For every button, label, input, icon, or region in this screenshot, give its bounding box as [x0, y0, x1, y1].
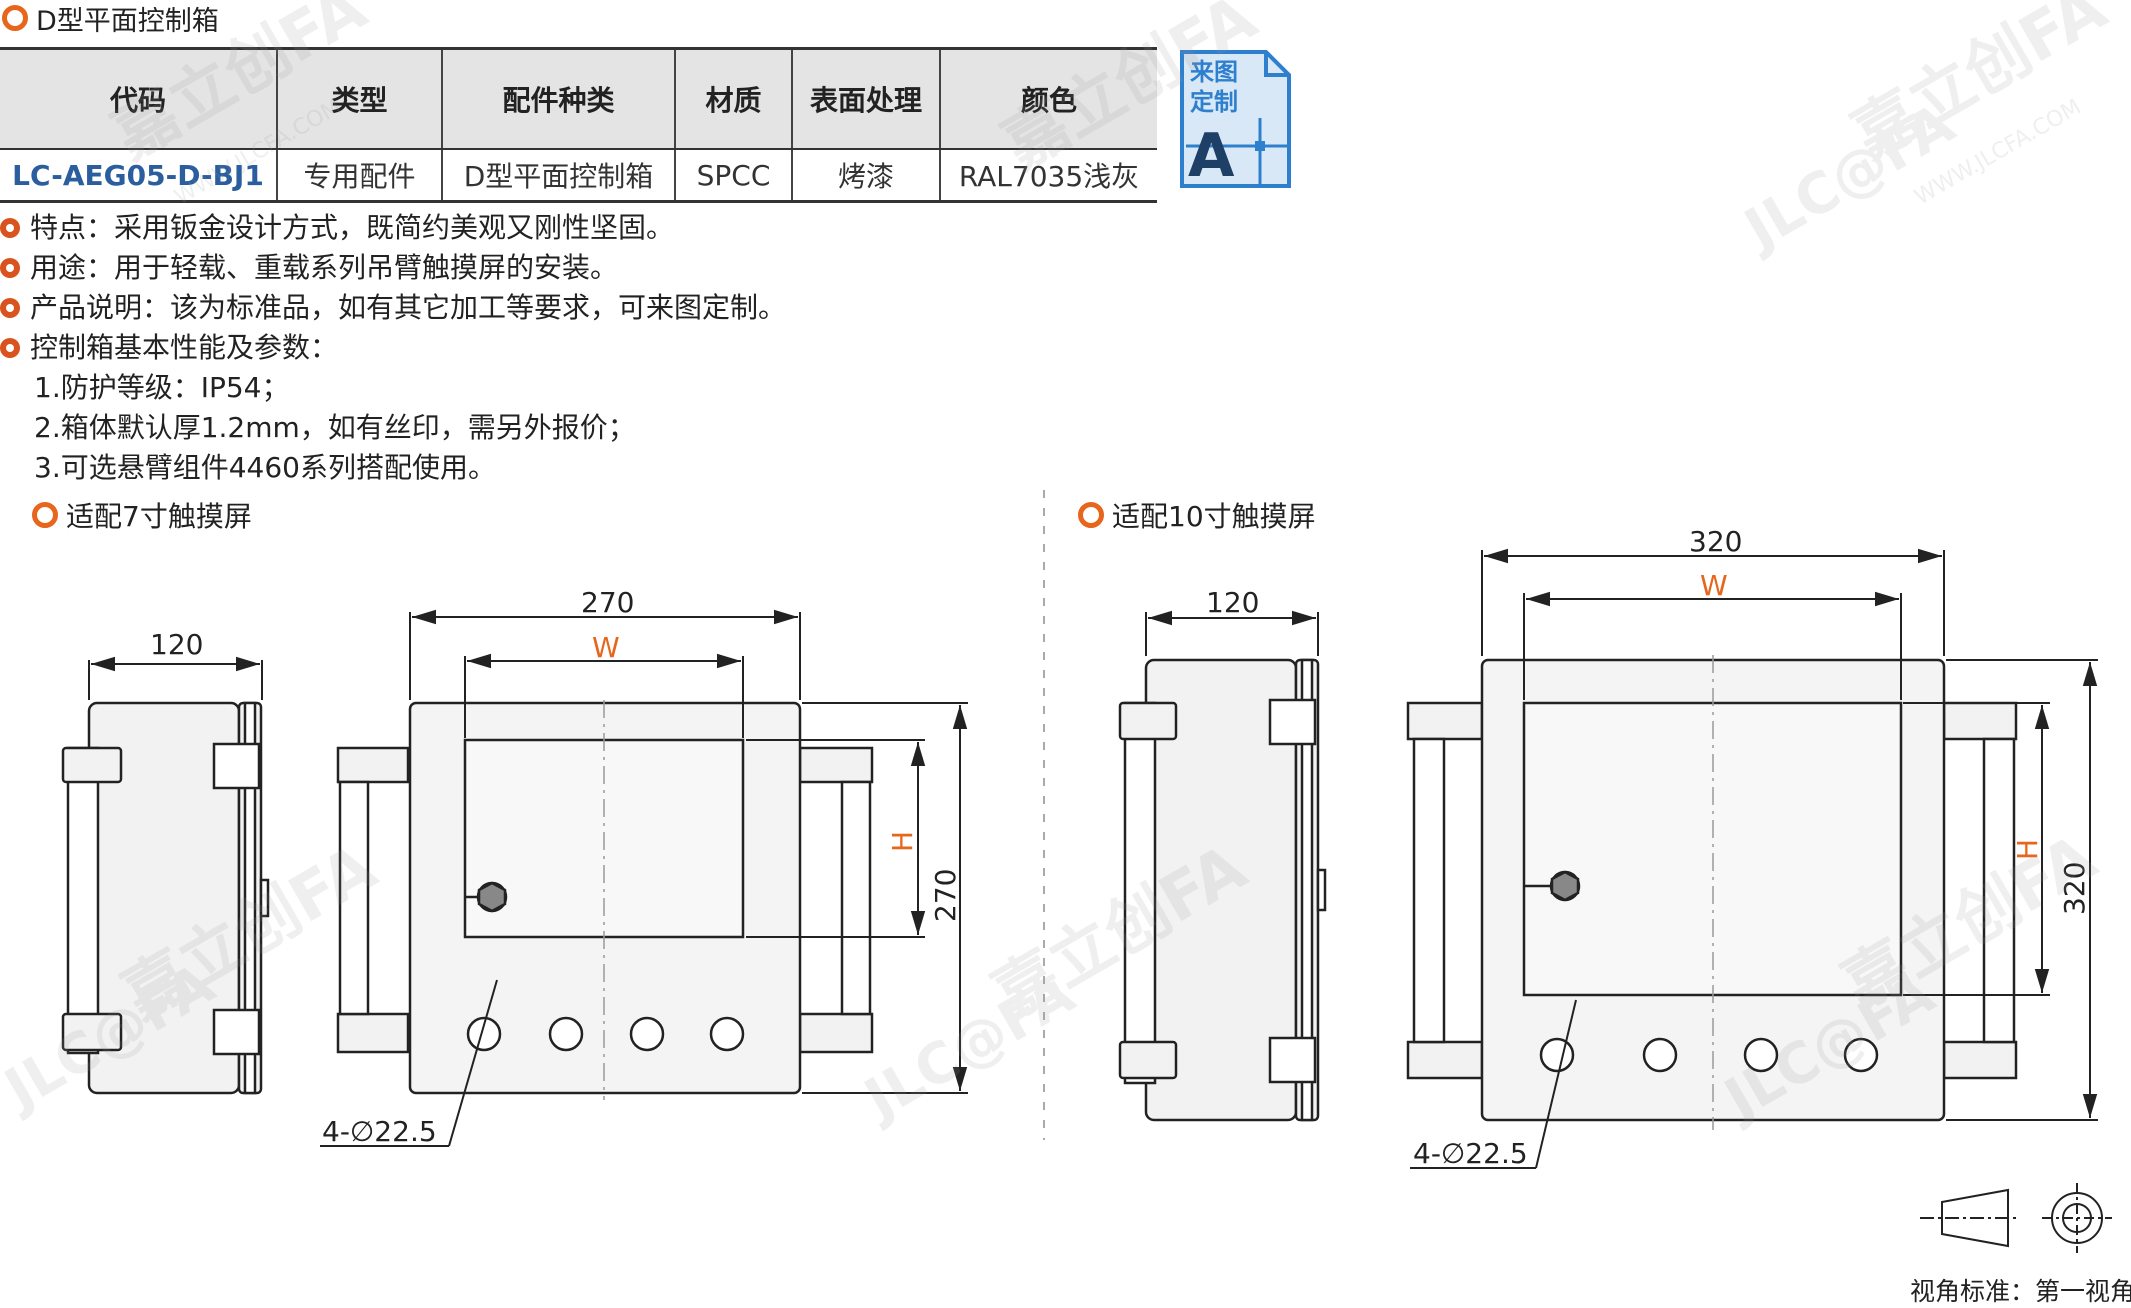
header-color: 颜色 — [939, 47, 1157, 150]
note-feature: 特点：采用钣金设计方式，既简约美观又刚性坚固。 — [0, 208, 786, 248]
sub-note: 2.箱体默认厚1.2mm，如有丝印，需另外报价； — [34, 411, 636, 444]
dim-screen-w-right: W — [1700, 569, 1728, 602]
view-title-right-text: 适配10寸触摸屏 — [1112, 500, 1316, 533]
page-title: D型平面控制箱 — [2, 0, 219, 37]
dim-holes-left: 4-∅22.5 — [322, 1115, 437, 1148]
circle-bullet-icon — [32, 502, 58, 528]
cell-surface: 烤漆 — [791, 149, 940, 203]
dim-front-width-left: 270 — [581, 586, 634, 619]
projection-label: 视角标准：第一视角 — [1910, 1277, 2131, 1306]
table-row: LC-AEG05-D-BJ1 专用配件 D型平面控制箱 SPCC 烤漆 RAL7… — [0, 149, 1157, 203]
view-title-left-text: 适配7寸触摸屏 — [66, 500, 252, 533]
note-description: 产品说明：该为标准品，如有其它加工等要求，可来图定制。 — [0, 288, 786, 328]
cell-material: SPCC — [674, 149, 792, 203]
note-text: 特点：采用钣金设计方式，既简约美观又刚性坚固。 — [30, 211, 675, 244]
sub-note: 3.可选悬臂组件4460系列搭配使用。 — [34, 451, 496, 484]
notes-section: 特点：采用钣金设计方式，既简约美观又刚性坚固。 用途：用于轻载、重载系列吊臂触摸… — [0, 208, 786, 488]
dot-bullet-icon — [0, 258, 20, 278]
dim-front-height-right: 320 — [2058, 862, 2091, 915]
first-angle-projection-icon — [1920, 1183, 2112, 1253]
dim-holes-right: 4-∅22.5 — [1413, 1137, 1528, 1170]
badge-letter: A — [1188, 121, 1235, 190]
badge-line2: 定制 — [1190, 88, 1238, 116]
side-view-7in — [61, 701, 270, 1095]
dot-bullet-icon — [0, 338, 20, 358]
cell-type: 专用配件 — [276, 149, 442, 203]
table-header-row: 代码 类型 配件种类 材质 表面处理 颜色 — [0, 47, 1157, 150]
dim-screen-h-left: H — [886, 831, 919, 852]
side-view-10in — [1118, 658, 1327, 1122]
dim-screen-w-left: W — [592, 631, 620, 664]
dim-front-height-left: 270 — [929, 869, 962, 922]
sub-note: 1.防护等级：IP54； — [34, 371, 290, 404]
note-text: 控制箱基本性能及参数： — [30, 331, 339, 364]
dim-front-width-right: 320 — [1689, 525, 1742, 558]
front-view-7in — [336, 700, 874, 1100]
circle-bullet-icon — [2, 5, 28, 31]
svg-text:嘉立创FA: 嘉立创FA — [991, 0, 1269, 184]
note-text: 产品说明：该为标准品，如有其它加工等要求，可来图定制。 — [30, 291, 787, 324]
header-code: 代码 — [0, 47, 277, 150]
custom-drawing-badge[interactable]: 来图 定制 A — [1178, 48, 1293, 190]
view-title-right: 适配10寸触摸屏 — [1078, 495, 1316, 535]
cell-color: RAL7035浅灰 — [939, 149, 1157, 203]
dot-bullet-icon — [0, 298, 20, 318]
cell-part-kind: D型平面控制箱 — [441, 149, 675, 203]
note-text: 用途：用于轻载、重载系列吊臂触摸屏的安装。 — [30, 251, 619, 284]
spec-table: 代码 类型 配件种类 材质 表面处理 颜色 LC-AEG05-D-BJ1 专用配… — [0, 47, 1157, 203]
header-material: 材质 — [674, 47, 792, 150]
cell-code[interactable]: LC-AEG05-D-BJ1 — [0, 149, 277, 203]
header-surface: 表面处理 — [791, 47, 940, 150]
header-part-kind: 配件种类 — [441, 47, 675, 150]
dot-bullet-icon — [0, 218, 20, 238]
dim-screen-h-right: H — [2011, 839, 2044, 860]
header-type: 类型 — [276, 47, 442, 150]
badge-line1: 来图 — [1190, 58, 1238, 86]
dim-side-width-right: 120 — [1206, 586, 1259, 619]
dim-side-width-left: 120 — [150, 628, 203, 661]
note-params: 控制箱基本性能及参数： — [0, 328, 786, 368]
view-title-left: 适配7寸触摸屏 — [32, 495, 252, 535]
svg-text:JLC@FA: JLC@FA — [851, 961, 1086, 1134]
note-usage: 用途：用于轻载、重载系列吊臂触摸屏的安装。 — [0, 248, 786, 288]
circle-bullet-icon — [1078, 502, 1104, 528]
front-view-10in — [1406, 655, 2018, 1130]
page-title-text: D型平面控制箱 — [36, 5, 219, 37]
